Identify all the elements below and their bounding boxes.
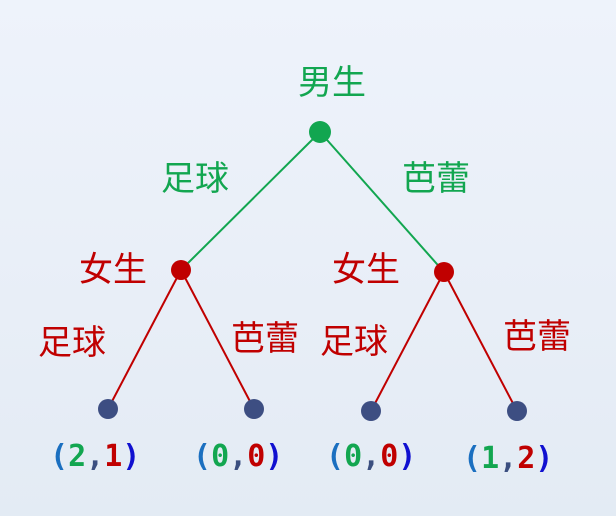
comma: , <box>499 441 518 476</box>
terminal-node-4 <box>507 401 527 421</box>
root-action-left-label: 足球 <box>161 159 229 199</box>
paren-close: ) <box>398 439 417 474</box>
decision-node-right <box>434 262 454 282</box>
edge-right-right <box>443 271 518 412</box>
comma: , <box>362 439 381 474</box>
payoff-2: (0,0) <box>193 442 283 472</box>
paren-open: ( <box>326 439 345 474</box>
right-action-left-label: 足球 <box>320 322 388 362</box>
paren-open: ( <box>50 439 69 474</box>
edge-left-left <box>107 269 182 410</box>
left-action-left-label: 足球 <box>38 323 106 363</box>
edge-root-right <box>319 131 445 273</box>
payoff-player1: 0 <box>344 439 363 474</box>
paren-close: ) <box>265 439 284 474</box>
terminal-node-2 <box>244 399 264 419</box>
paren-open: ( <box>193 439 212 474</box>
payoff-player1: 0 <box>211 439 230 474</box>
payoff-1: (2,1) <box>50 442 140 472</box>
left-player-label: 女生 <box>79 250 147 290</box>
edge-root-left <box>180 131 321 271</box>
left-action-right-label: 芭蕾 <box>231 319 299 359</box>
comma: , <box>229 439 248 474</box>
decision-node-left <box>171 260 191 280</box>
edge-right-left <box>370 271 445 412</box>
edge-left-right <box>180 269 255 410</box>
payoff-player2: 0 <box>380 439 399 474</box>
right-action-right-label: 芭蕾 <box>503 317 571 357</box>
payoff-player1: 1 <box>481 441 500 476</box>
root-node <box>309 121 331 143</box>
root-action-right-label: 芭蕾 <box>402 159 470 199</box>
payoff-player2: 1 <box>104 439 123 474</box>
payoff-3: (0,0) <box>326 442 416 472</box>
paren-open: ( <box>463 441 482 476</box>
comma: , <box>86 439 105 474</box>
paren-close: ) <box>122 439 141 474</box>
payoff-player2: 2 <box>517 441 536 476</box>
root-player-label: 男生 <box>298 63 366 103</box>
terminal-node-1 <box>98 399 118 419</box>
payoff-player2: 0 <box>247 439 266 474</box>
right-player-label: 女生 <box>332 250 400 290</box>
payoff-player1: 2 <box>68 439 87 474</box>
payoff-4: (1,2) <box>463 444 553 474</box>
terminal-node-3 <box>361 401 381 421</box>
paren-close: ) <box>535 441 554 476</box>
